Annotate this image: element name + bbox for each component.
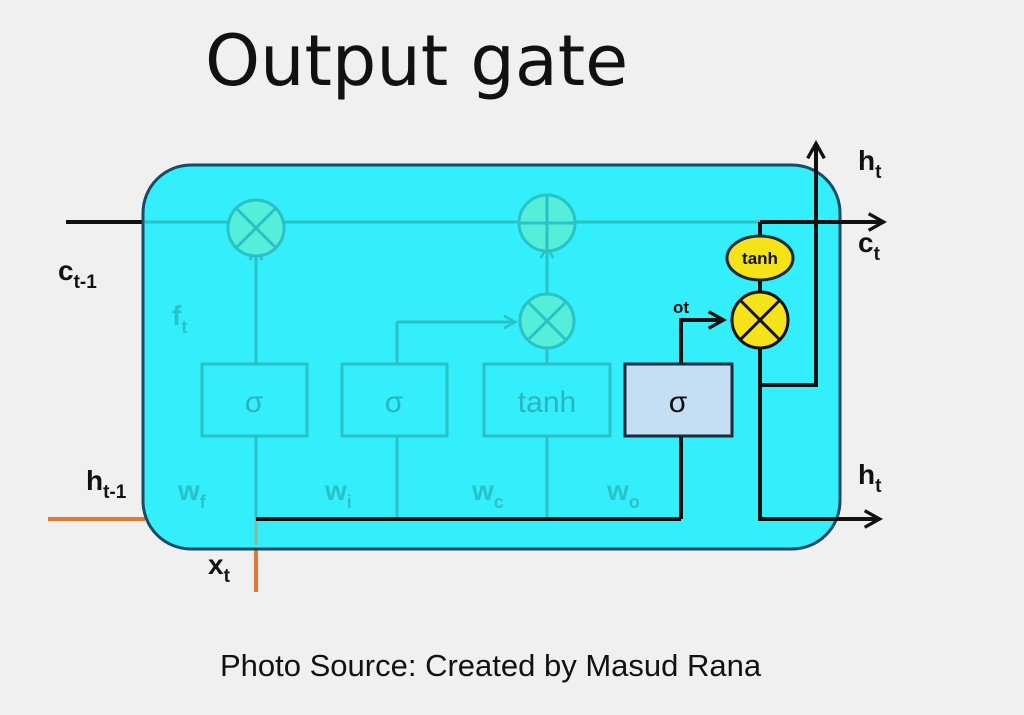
output-multiply-icon — [730, 290, 790, 350]
hidden-output-arrow — [758, 344, 878, 519]
weight-o-label: wo — [606, 475, 640, 512]
candidate-gate-label: tanh — [518, 386, 576, 419]
cell-add-icon — [517, 193, 577, 253]
page-title: Output gate — [205, 20, 628, 102]
ot-arrow — [679, 320, 722, 364]
cell-state-prev-label: ct-1 — [58, 255, 97, 293]
hidden-prev-label: ht-1 — [86, 465, 127, 503]
forget-gate-box — [200, 362, 309, 438]
input-multiply-icon — [518, 292, 576, 350]
lstm-cell — [141, 163, 842, 551]
input-gate-box — [340, 362, 449, 438]
weight-c-label: wc — [471, 475, 504, 512]
output-gate-label: σ — [669, 386, 688, 419]
photo-source-caption: Photo Source: Created by Masud Rana — [220, 648, 762, 683]
output-gate-box — [623, 362, 734, 438]
weight-i-label: wi — [324, 475, 352, 512]
forget-gate-label: σ — [245, 386, 264, 419]
forget-multiply-icon — [226, 198, 286, 258]
forget-output-label: ft — [172, 300, 187, 337]
hidden-output-top-label: ht — [858, 145, 882, 183]
weight-f-label: wf — [177, 475, 207, 512]
inactive-components: σ σ tanh ft wf wi wc wo — [143, 193, 760, 545]
cell-state-output-label: ct — [858, 227, 881, 265]
hidden-output-up-arrow — [760, 145, 816, 387]
hidden-output-right-label: ht — [858, 459, 882, 497]
input-x-label: xt — [208, 549, 231, 587]
input-gate-label: σ — [385, 386, 404, 419]
tanh-node: tanh — [725, 234, 795, 282]
ot-label: ot — [673, 298, 689, 317]
candidate-gate-box — [482, 362, 612, 438]
tanh-node-label: tanh — [742, 249, 778, 268]
